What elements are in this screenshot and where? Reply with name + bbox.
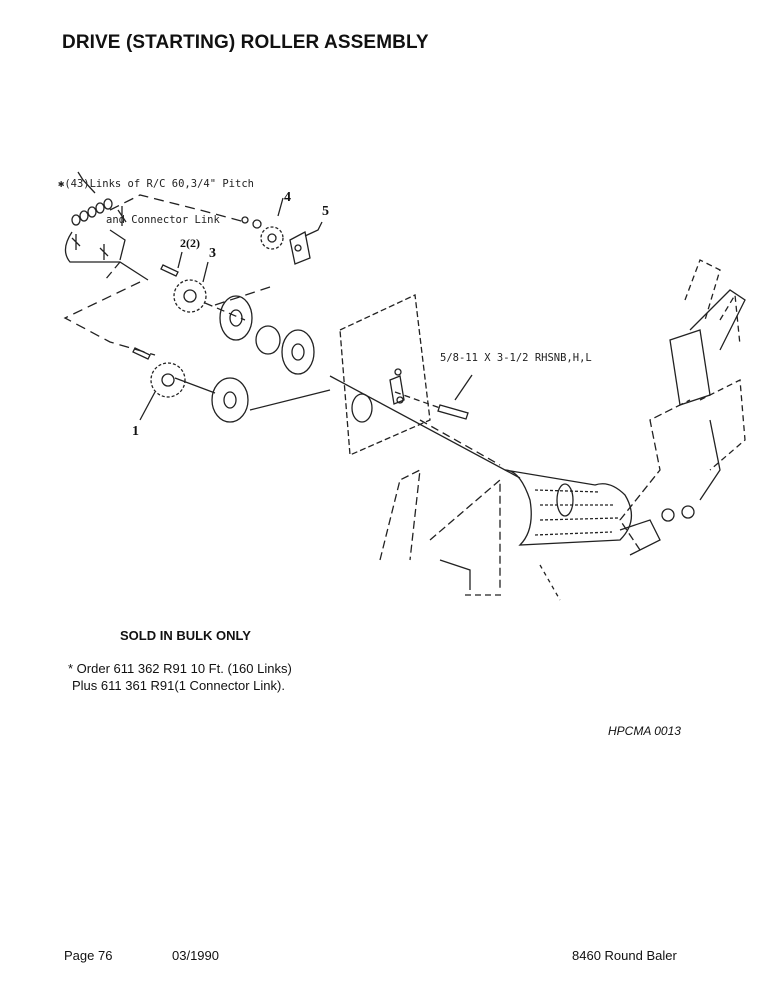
drive-roller: [504, 469, 632, 546]
footer-date: 03/1990: [172, 948, 219, 963]
bolt: [394, 374, 473, 420]
order-line-1: * Order 611 362 R91 10 Ft. (160 Links): [68, 661, 292, 676]
chain-callout-line-2: and Connector Link: [106, 214, 220, 226]
figure-code: HPCMA 0013: [608, 724, 681, 738]
chain-links: [71, 171, 127, 260]
sprocket-4: [241, 197, 284, 250]
ref-label-1: 1: [132, 424, 139, 439]
page-title: DRIVE (STARTING) ROLLER ASSEMBLY: [62, 32, 429, 53]
plate-5: [289, 221, 323, 265]
ref-label-4: 4: [284, 190, 291, 205]
baler-frame: [379, 259, 746, 601]
ref-label-5: 5: [322, 204, 329, 219]
chain-loop: [63, 194, 271, 356]
main-shaft: [329, 375, 521, 479]
chain-callout: ✱(43)Links of R/C 60,3/4" Pitch and Conn…: [58, 154, 254, 238]
ref-label-2: 2(2): [180, 236, 200, 250]
key-2: [132, 251, 183, 360]
order-note: * Order 611 362 R91 10 Ft. (160 Links) P…: [68, 660, 292, 694]
order-line-2: Plus 611 361 R91(1 Connector Link).: [72, 678, 285, 693]
sprocket-1: [139, 362, 216, 421]
footer-model: 8460 Round Baler: [572, 948, 677, 963]
flange-bearings: [204, 295, 331, 423]
footer-page: Page 76: [64, 948, 113, 963]
bolt-callout: 5/8-11 X 3-1/2 RHSNB,H,L: [440, 352, 592, 364]
bulk-note: SOLD IN BULK ONLY: [120, 628, 251, 643]
ref-label-3: 3: [209, 246, 216, 261]
chain-callout-line-1: ✱(43)Links of R/C 60,3/4" Pitch: [58, 178, 254, 190]
sprocket-3: [173, 261, 209, 313]
mounting-plate: [339, 294, 431, 456]
